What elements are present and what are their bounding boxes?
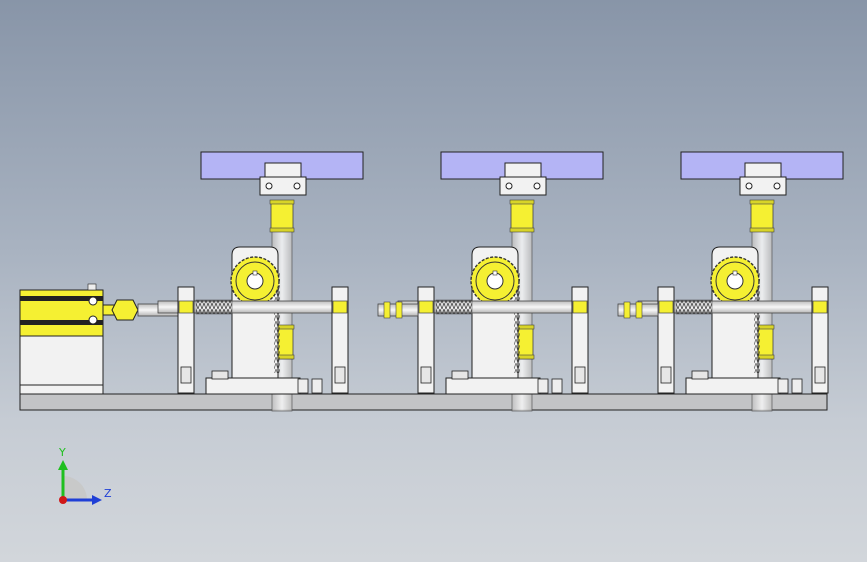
station-1[interactable] [157, 151, 364, 412]
axis-z-label: Z [104, 487, 112, 500]
coupling-stub-3 [617, 301, 659, 319]
coordinate-triad-icon: Y Z [58, 446, 112, 505]
coupling-stub-2 [377, 301, 419, 319]
pneumatic-cylinder[interactable] [19, 283, 184, 395]
station-3[interactable] [637, 151, 844, 412]
axis-y-label: Y [58, 446, 66, 459]
station-2[interactable] [397, 151, 604, 412]
base-plate [19, 393, 828, 411]
